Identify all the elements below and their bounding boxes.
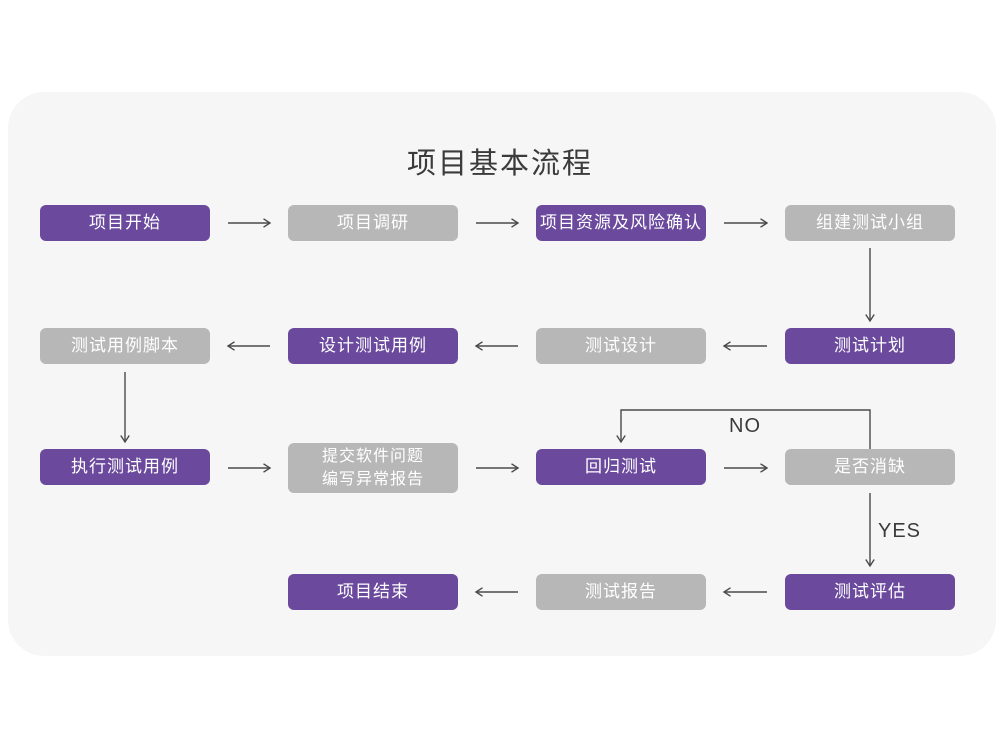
edge-label-yes: YES [878, 520, 922, 542]
node-project-start: 项目开始 [40, 205, 210, 241]
flowchart-panel [8, 92, 996, 656]
node-project-end: 项目结束 [288, 574, 458, 610]
node-design-cases: 设计测试用例 [288, 328, 458, 364]
node-execute-cases: 执行测试用例 [40, 449, 210, 485]
node-test-report: 测试报告 [536, 574, 706, 610]
edge-label-no: NO [729, 415, 761, 437]
node-project-research: 项目调研 [288, 205, 458, 241]
arrow-defect-no-loop [616, 409, 871, 449]
node-test-plan: 测试计划 [785, 328, 955, 364]
node-submit-issues: 提交软件问题 编写异常报告 [288, 443, 458, 493]
node-defect-cleared: 是否消缺 [785, 449, 955, 485]
node-test-design: 测试设计 [536, 328, 706, 364]
node-test-evaluate: 测试评估 [785, 574, 955, 610]
node-case-script: 测试用例脚本 [40, 328, 210, 364]
node-resource-risk: 项目资源及风险确认 [536, 205, 706, 241]
diagram-title: 项目基本流程 [406, 148, 593, 180]
node-build-team: 组建测试小组 [785, 205, 955, 241]
node-regression-test: 回归测试 [536, 449, 706, 485]
